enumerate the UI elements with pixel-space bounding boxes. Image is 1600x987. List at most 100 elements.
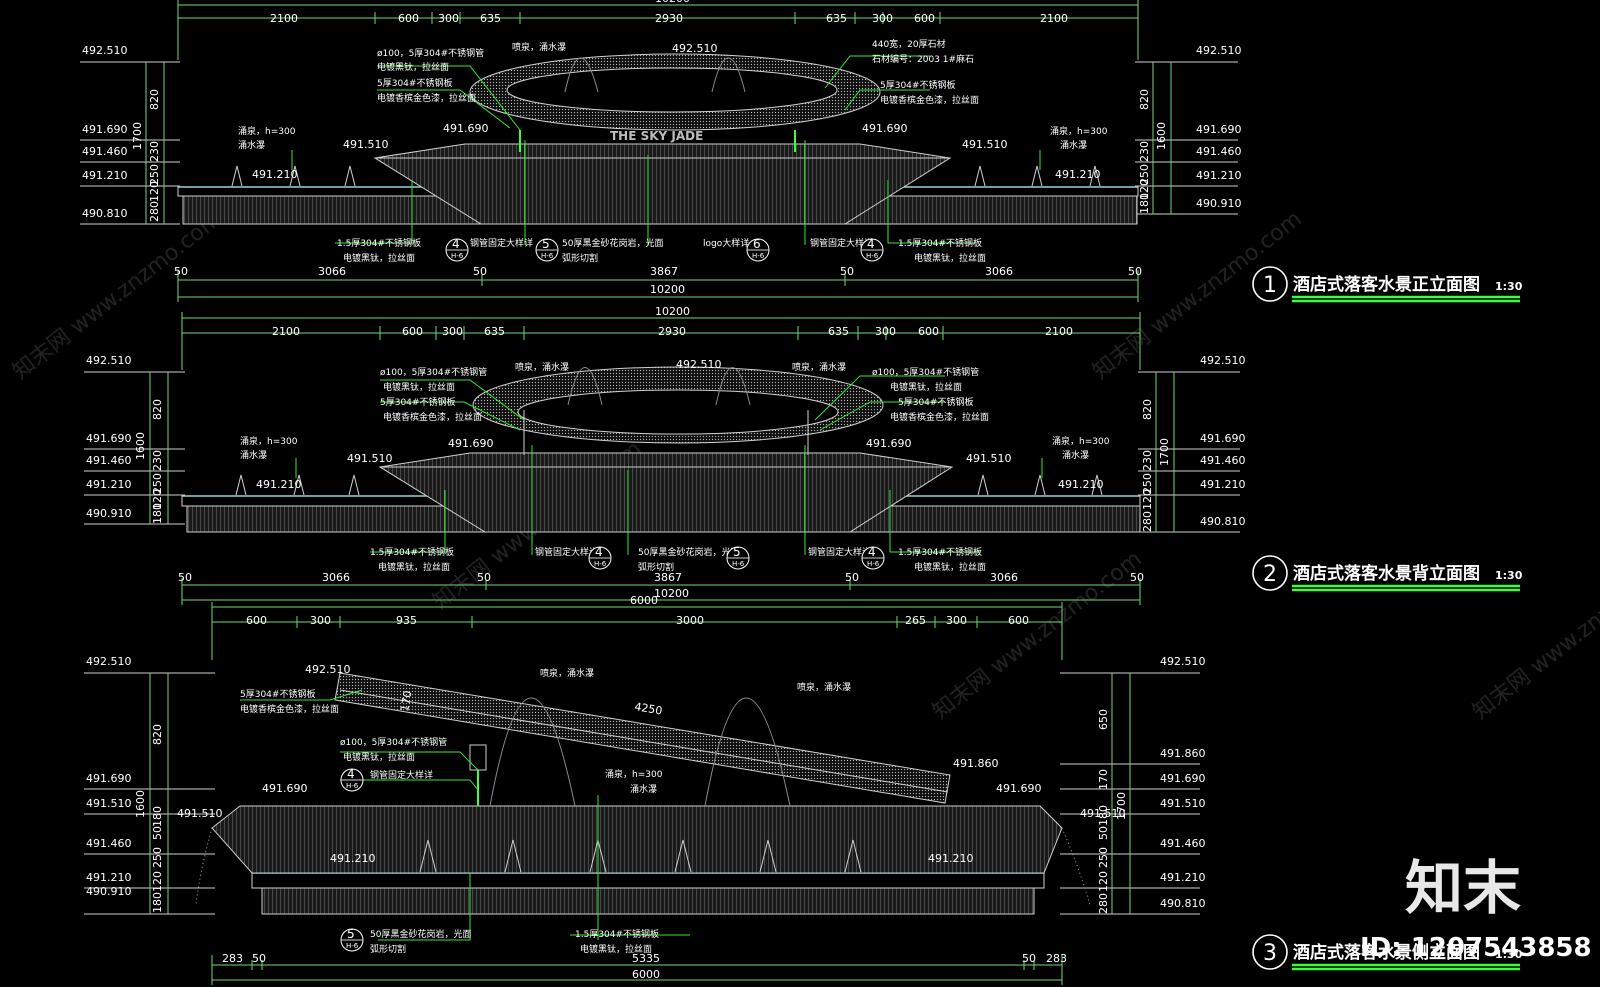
dim-label: 2100 (272, 325, 300, 338)
spot-level: 492.510 (676, 358, 722, 371)
level-label: 492.510 (1200, 354, 1246, 367)
tag-num: 4 (347, 767, 355, 781)
note-text: 弧形切割 (370, 943, 406, 955)
dim-label: 283 (222, 952, 243, 965)
dim-label: 10200 (655, 0, 690, 5)
dim-label: 283 (1046, 952, 1067, 965)
dim-label: 600 (918, 325, 939, 338)
thick-dim: 170 (398, 690, 414, 713)
note-text: 电镀黑钛，拉丝面 (580, 943, 652, 955)
vdim-label: 120 (1138, 179, 1151, 200)
title-number: 3 (1263, 941, 1277, 966)
title-scale: 1:30 (1495, 948, 1523, 961)
dim-label: 2930 (655, 12, 683, 25)
spot-level: 491.690 (862, 122, 908, 135)
vdim-label: 820 (151, 724, 164, 745)
note-text: 1.5厚304#不锈钢板 (898, 237, 982, 249)
side-levels-right: 492.510 491.860 491.690 491.510 491.460 … (1060, 655, 1206, 915)
note-text: 钢管固定大样详 (808, 546, 871, 558)
level-label: 491.460 (86, 837, 132, 850)
vdim-label: 1600 (134, 432, 147, 460)
note-text: 石材编号：2003 1#麻石 (872, 53, 974, 65)
page-title: 酒店式落客水景侧立面图 (1293, 942, 1480, 963)
spot-level: 491.510 (343, 138, 389, 151)
dim-label: 2100 (1045, 325, 1073, 338)
side-fountain-body: 4250 170 (195, 672, 1091, 915)
dim-label: 600 (1008, 614, 1029, 627)
dim-label: 635 (828, 325, 849, 338)
dim-label: 50 (1130, 571, 1144, 584)
view-title-3: 3 酒店式落客水景侧立面图 1:30 (1252, 934, 1523, 971)
note-text: 电镀香槟金色漆，拉丝面 (377, 92, 476, 104)
dim-label: 600 (402, 325, 423, 338)
back-dims-bottom: 50 3066 50 3867 50 3066 50 10200 (178, 571, 1144, 605)
spot-level: 491.510 (1080, 807, 1126, 820)
note-text: 电镀黑钛，拉丝面 (914, 252, 986, 264)
note-text: 5厚304#不锈钢板 (898, 396, 973, 408)
dim-label: 3066 (318, 265, 346, 278)
tag-sheet: H-6 (732, 560, 745, 568)
level-label: 491.210 (86, 478, 132, 491)
dim-label: 600 (246, 614, 267, 627)
title-scale: 1:30 (1495, 280, 1523, 293)
dim-label: 50 (1128, 265, 1142, 278)
level-label: 491.210 (1160, 871, 1206, 884)
spot-level: 491.860 (953, 757, 999, 770)
back-fountain-body (181, 366, 1141, 533)
vdim-label: 250 (148, 164, 161, 185)
dim-label: 50 (1022, 952, 1036, 965)
front-levels-left: 492.510 491.690 491.460 491.210 490.810 … (80, 44, 180, 225)
level-label: 491.510 (1160, 797, 1206, 810)
tag-num: 4 (595, 545, 603, 559)
vdim-label: 280 (1097, 893, 1110, 914)
vdim-label: 820 (151, 399, 164, 420)
dim-label: 3066 (985, 265, 1013, 278)
level-label: 491.210 (1196, 169, 1242, 182)
note-text: 喷泉，涌水瀑 (540, 667, 594, 679)
spot-level: 491.210 (330, 852, 376, 865)
note-text: 电镀黑钛，拉丝面 (890, 381, 962, 393)
note-text: 5厚304#不锈钢板 (880, 79, 955, 91)
dim-label: 6000 (630, 594, 658, 607)
dim-label: 50 (473, 265, 487, 278)
vdim-label: 230 (151, 450, 164, 471)
spot-level: 491.510 (966, 452, 1012, 465)
spot-level: 492.510 (305, 663, 351, 676)
note-text: 涌泉，h=300 (1052, 435, 1110, 447)
note-text: ø100，5厚304#不锈钢管 (872, 366, 979, 378)
spot-level: 491.510 (347, 452, 393, 465)
spot-level: 491.210 (1055, 168, 1101, 181)
dim-label: 2100 (1040, 12, 1068, 25)
level-label: 491.690 (1200, 432, 1246, 445)
spot-level: 491.510 (962, 138, 1008, 151)
spot-level: 491.690 (866, 437, 912, 450)
vdim-label: 120 (151, 871, 164, 892)
note-text: 电镀黑钛，拉丝面 (914, 561, 986, 573)
level-label: 491.210 (1200, 478, 1246, 491)
vdim-label: 50 (151, 826, 164, 840)
vdim-label: 1700 (1115, 792, 1128, 820)
dim-label: 50 (178, 571, 192, 584)
side-dims-top: 6000 600 300 935 3000 265 300 600 (211, 594, 1063, 660)
dim-label: 600 (398, 12, 419, 25)
spot-level: 491.210 (256, 478, 302, 491)
image-id-label: ID: 1207543858 (1360, 933, 1592, 963)
brand-watermark: 知末 (1405, 854, 1521, 922)
dim-label: 50 (845, 571, 859, 584)
note-text: ø100，5厚304#不锈钢管 (340, 736, 447, 748)
back-levels-left: 492.510 491.690 491.460 491.210 490.910 … (84, 354, 185, 525)
dim-label: 10200 (654, 587, 689, 600)
dim-label: 50 (252, 952, 266, 965)
note-text: 喷泉，涌水瀑 (515, 361, 569, 373)
level-label: 491.860 (1160, 747, 1206, 760)
tag-sheet: H-6 (451, 252, 464, 260)
dim-label: 265 (905, 614, 926, 627)
vdim-label: 50 (1097, 826, 1110, 840)
note-text: 1.5厚304#不锈钢板 (370, 546, 454, 558)
vdim-label: 120 (151, 489, 164, 510)
level-label: 491.690 (86, 772, 132, 785)
level-label: 490.910 (86, 507, 132, 520)
note-text: 弧形切割 (638, 561, 674, 573)
note-text: 电镀香槟金色漆，拉丝面 (383, 411, 482, 423)
note-text: 电镀黑钛，拉丝面 (343, 252, 415, 264)
